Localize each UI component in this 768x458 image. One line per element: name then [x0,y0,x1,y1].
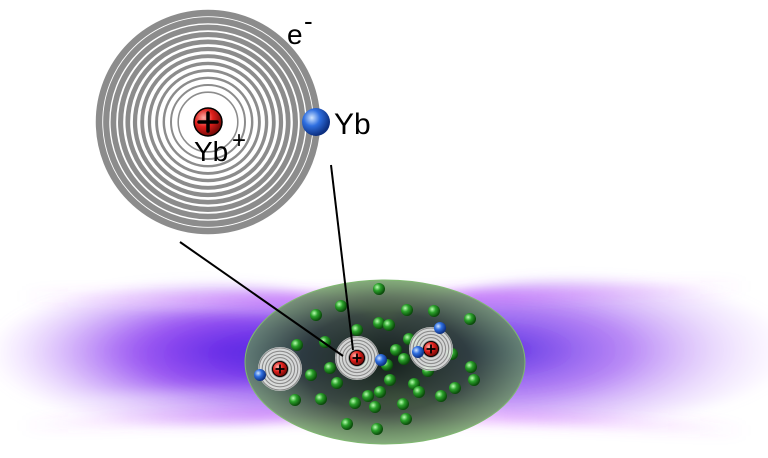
cloud-atom [373,317,385,329]
electron-label: e [287,19,303,50]
ion-ring [258,347,302,391]
ion-ring [409,327,453,371]
ion-ring [271,360,289,378]
zoom-ring [177,91,239,153]
ion-bound-atom [434,322,446,334]
zoom-ring [140,54,276,190]
cloud-atom [371,423,383,435]
trapped-ion [335,336,387,380]
cloud-atom [315,393,327,405]
plus-icon [426,344,436,354]
cloud-atom [373,283,385,295]
zoom-ring [162,76,254,168]
zoom-ring [125,39,291,205]
cloud-atom [291,339,303,351]
ion-label: Yb [194,136,228,167]
cloud-atom [464,313,476,325]
cloud-atoms [279,283,480,435]
cloud-atom [435,390,447,402]
cloud-atom [390,344,402,356]
cloud-atom [324,362,336,374]
cloud-atom [413,386,425,398]
cloud-atom [369,401,381,413]
trapped-ion [254,347,302,391]
cloud-atom [401,304,413,316]
cloud-atom [398,353,410,365]
trapped-ions [254,322,453,391]
ion-charge-label: + [232,127,246,154]
cloud-atom [428,305,440,317]
zoom-line-atom [330,164,354,351]
ion-bound-atom [254,369,266,381]
cloud-atom [465,361,477,373]
zoom-ring [147,61,269,183]
zoom-ion [193,107,223,137]
cloud-atom [449,382,461,394]
ion-ring [338,339,376,377]
cloud-atom [468,374,480,386]
plus-icon [275,364,285,374]
neutral-atom-label: Yb [334,108,371,141]
ion-ring [345,346,369,370]
ion-ring [264,353,296,385]
trapped-ion [409,322,453,371]
cloud-atom [384,374,396,386]
ion-bound-atom [375,354,387,366]
beam-magenta-bottom [20,408,748,437]
plus-icon [352,353,362,363]
cloud-atom [331,377,343,389]
cloud-atom [335,300,347,312]
cloud-atom [397,398,409,410]
plus-icon [197,111,219,133]
zoom-atom [302,108,330,136]
ion-ring [261,350,299,388]
ion-ring [268,357,292,381]
cloud-atom [383,319,395,331]
cloud-atom [289,394,301,406]
cloud-atom [374,386,386,398]
ion-ring [348,349,366,367]
ion-bound-atom [412,346,424,358]
zoom-ring [170,84,246,160]
zoom-ring [132,46,284,198]
cloud-atom [310,309,322,321]
cloud-atom [400,413,412,425]
cloud-atom [349,397,361,409]
electron-charge-label: - [304,6,313,36]
cloud-atom [341,418,353,430]
zoom-ring [118,32,298,212]
cloud-atom [351,324,363,336]
ion-ring [341,342,373,374]
zoom-line-ion [179,241,344,357]
cloud-atom [305,369,317,381]
zoom-ring [155,69,261,175]
cloud-atom [362,390,374,402]
